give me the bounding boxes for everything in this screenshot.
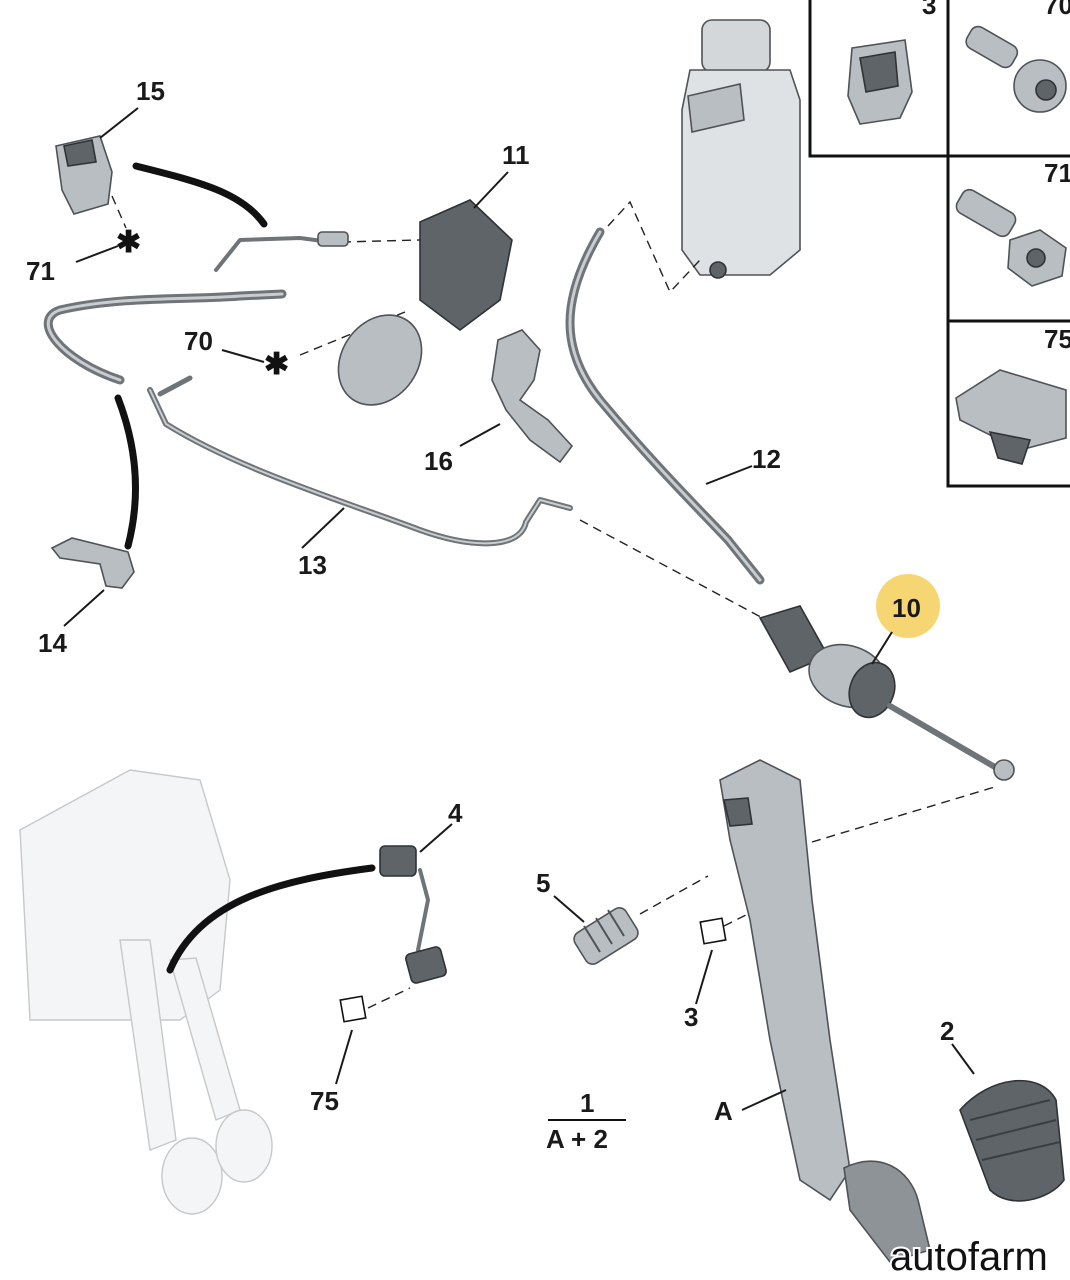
label-4: 4 <box>448 798 463 828</box>
clip-3-marker <box>699 917 727 945</box>
formula-top: 1 <box>580 1088 594 1118</box>
label-3: 3 <box>684 1002 698 1032</box>
label-16: 16 <box>424 446 453 476</box>
highlight-circle-10 <box>876 574 940 638</box>
reservoir-dashed-link <box>607 200 701 294</box>
spring-5[interactable] <box>571 905 641 967</box>
formula-bottom: A + 2 <box>546 1124 608 1154</box>
flex-hose[interactable] <box>43 236 332 397</box>
inset-label-75: 75 <box>1044 324 1070 354</box>
slave-cyl-dashed-link <box>341 239 421 243</box>
bolt71-dashed-link <box>111 195 127 229</box>
clip-16[interactable] <box>491 329 574 464</box>
leader-curve-14 <box>114 394 139 550</box>
label-10: 10 <box>892 593 921 623</box>
pedal-box-ghost <box>19 769 273 1215</box>
hose-12[interactable] <box>565 227 765 585</box>
leader-curve-15 <box>132 162 268 228</box>
inset-label-71: 71 <box>1044 158 1070 188</box>
spring-dashed-link <box>639 875 709 915</box>
label-75: 75 <box>310 1086 339 1116</box>
switch-4[interactable] <box>379 845 447 984</box>
inset-label-3: 3 <box>922 0 936 20</box>
label-A: A <box>714 1096 733 1126</box>
watermark: autofarm <box>890 1235 1048 1279</box>
fluid-reservoir[interactable] <box>681 19 801 279</box>
bolt-part-71[interactable] <box>954 187 1067 287</box>
clutch-pedal-A[interactable] <box>719 759 931 1263</box>
label-13: 13 <box>298 550 327 580</box>
label-11: 11 <box>502 140 530 170</box>
pipe-13[interactable] <box>147 387 573 547</box>
slave-cylinder-11[interactable] <box>317 199 513 421</box>
label-12: 12 <box>752 444 781 474</box>
label-5: 5 <box>536 868 550 898</box>
clip-part-75[interactable] <box>955 369 1067 465</box>
label-2: 2 <box>940 1016 954 1046</box>
bolt-part-70[interactable] <box>963 24 1067 113</box>
label-71: 71 <box>26 256 55 286</box>
clip-75-marker <box>339 995 367 1023</box>
leader-curve-4 <box>166 864 376 974</box>
inset-label-70: 70 <box>1044 0 1070 20</box>
master-cylinder-10[interactable] <box>758 605 1015 781</box>
pedal-pad-2[interactable] <box>959 1079 1065 1202</box>
bracket-14[interactable] <box>50 537 135 589</box>
inset-panel: 3 70 71 75 <box>808 0 1070 488</box>
label-14: 14 <box>38 628 67 658</box>
label-70: 70 <box>184 326 213 356</box>
master-cyl-dashed-link <box>579 519 771 623</box>
bolt-marker-70: ✱ <box>264 348 289 381</box>
bolt-marker-71: ✱ <box>116 226 141 259</box>
clip75-dashed-link <box>367 987 411 1009</box>
clip-part-3[interactable] <box>847 39 913 125</box>
bracket-15[interactable] <box>55 135 113 215</box>
pedal-dashed-link <box>811 785 999 843</box>
label-15: 15 <box>136 76 165 106</box>
